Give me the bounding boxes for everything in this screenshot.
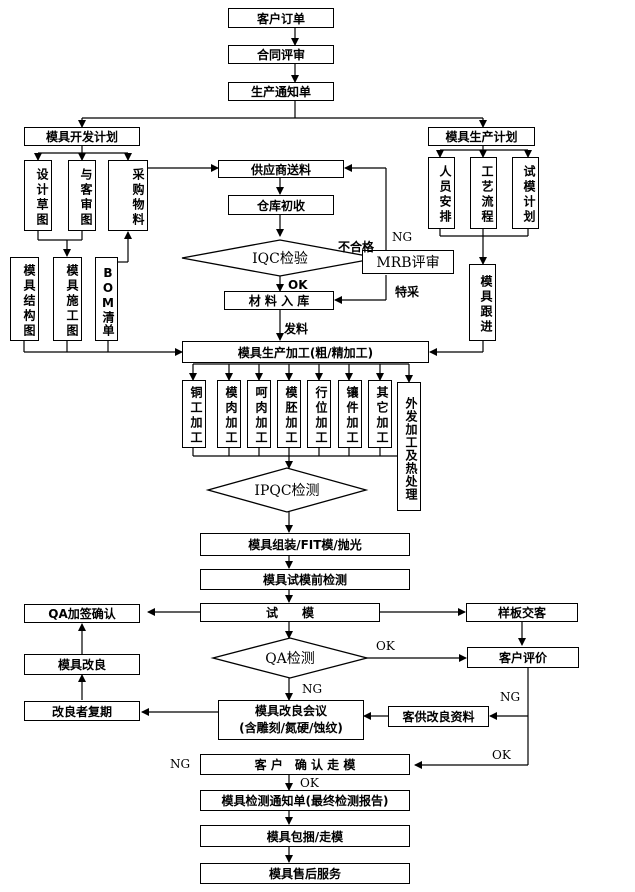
label-special-purchase: 特采 bbox=[395, 285, 420, 299]
label-ng-mrb: NG bbox=[392, 230, 413, 244]
label-ok-iqc: OK bbox=[288, 278, 308, 292]
inspection-notice-box: 模具检测通知单(最终检测报告) bbox=[200, 790, 410, 811]
label-unqualified: 不合格 bbox=[338, 240, 375, 254]
process-copper: 铜工加工 bbox=[182, 380, 206, 448]
material-storage-box: 材 料 入 库 bbox=[224, 291, 334, 310]
process-flow-box: 工艺流程 bbox=[470, 157, 497, 229]
customer-review-box: 与客审图 bbox=[68, 160, 96, 231]
improve-meeting-line1: 模具改良会议 bbox=[254, 704, 327, 718]
label-issue-material: 发料 bbox=[284, 322, 309, 336]
qa-check-label: QA检测 bbox=[265, 651, 315, 667]
trial-box: 试 模 bbox=[200, 603, 380, 622]
label-ng-qa: NG bbox=[302, 682, 323, 696]
label-ok-eval: OK bbox=[492, 748, 511, 762]
qa-decision bbox=[210, 637, 370, 679]
mold-production-box: 模具生产加工(粗/精加工) bbox=[182, 341, 429, 363]
bom-box: BOM清单 bbox=[95, 257, 118, 341]
trial-plan-box: 试模计划 bbox=[512, 157, 539, 229]
improve-meeting-box: 模具改良会议 (含雕刻/氮硬/蚀纹) bbox=[218, 700, 364, 740]
dev-plan-box: 模具开发计划 bbox=[24, 127, 140, 146]
assembly-box: 模具组装/FIT模/抛光 bbox=[200, 533, 410, 556]
process-cavity: 呵肉加工 bbox=[247, 380, 271, 448]
process-mold-core: 模肉加工 bbox=[217, 380, 241, 448]
construction-drawing-box: 模具施工图 bbox=[53, 257, 82, 341]
ipqc-decision bbox=[205, 467, 369, 513]
recheck-box: 改良者复期 bbox=[24, 701, 140, 721]
label-ng-eval: NG bbox=[500, 690, 521, 704]
pre-trial-check-box: 模具试模前检测 bbox=[200, 569, 410, 590]
process-other: 其它加工 bbox=[368, 380, 392, 448]
contract-review-box: 合同评审 bbox=[228, 45, 334, 64]
customer-eval-box: 客户评价 bbox=[467, 647, 579, 668]
label-ok-qa: OK bbox=[376, 639, 395, 653]
purchase-material-box: 采购物料 bbox=[108, 160, 148, 231]
customer-order-box: 客户订单 bbox=[228, 8, 334, 28]
label-ok-confirm: OK bbox=[300, 776, 319, 790]
label-ng-confirm: NG bbox=[170, 757, 191, 771]
iqc-label: IQC检验 bbox=[252, 251, 308, 267]
mrb-box: MRB评审 bbox=[362, 250, 454, 274]
improve-meeting-line2: (含雕刻/氮硬/蚀纹) bbox=[239, 721, 343, 735]
prod-plan-box: 模具生产计划 bbox=[428, 127, 535, 146]
design-draft-box: 设计草图 bbox=[24, 160, 52, 231]
process-mold-base: 模胚加工 bbox=[277, 380, 301, 448]
customer-improve-data-box: 客供改良资料 bbox=[388, 706, 489, 727]
process-slider: 行位加工 bbox=[307, 380, 331, 448]
ipqc-label: IPQC检测 bbox=[254, 483, 320, 499]
structure-drawing-box: 模具结构图 bbox=[10, 257, 39, 341]
mold-tracking-box: 模具跟进 bbox=[469, 264, 496, 341]
production-notice-box: 生产通知单 bbox=[228, 82, 334, 101]
after-sales-box: 模具售后服务 bbox=[200, 863, 410, 884]
outsourced-process-box: 外发加工及热处理 bbox=[397, 382, 421, 511]
customer-confirm-box: 客 户 确 认 走 模 bbox=[200, 754, 410, 775]
supplier-delivery-box: 供应商送料 bbox=[218, 160, 344, 178]
warehouse-receipt-box: 仓库初收 bbox=[228, 195, 334, 215]
qa-confirm-box: QA加签确认 bbox=[24, 604, 140, 623]
process-insert: 镶件加工 bbox=[338, 380, 362, 448]
sample-delivery-box: 样板交客 bbox=[466, 603, 578, 622]
staffing-box: 人员安排 bbox=[428, 157, 455, 229]
mold-improve-box: 模具改良 bbox=[24, 654, 140, 675]
packing-box: 模具包捆/走模 bbox=[200, 825, 410, 847]
